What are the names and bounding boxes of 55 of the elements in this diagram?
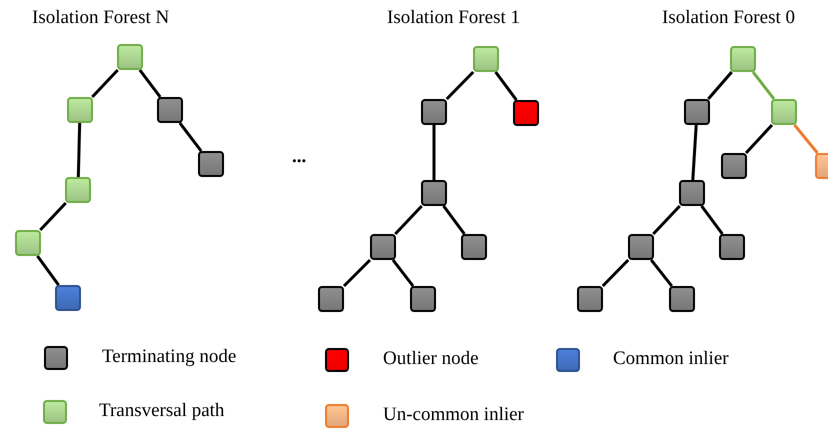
connector-line <box>650 259 673 287</box>
connector-line <box>39 202 67 232</box>
tree-node-square <box>577 286 603 312</box>
tree-node-square <box>198 151 224 177</box>
connector-line <box>91 68 119 98</box>
connector-line <box>138 69 162 98</box>
connector-line <box>691 124 698 180</box>
tree-node-square <box>771 99 797 125</box>
tree-node-square <box>473 46 499 72</box>
tree-node-square <box>55 285 81 311</box>
connector-line <box>494 71 518 101</box>
tree-node-square <box>669 286 695 312</box>
tree-node-square <box>421 99 447 125</box>
tree-node-square <box>719 234 745 260</box>
legend-label: Un-common inlier <box>383 405 524 424</box>
connector-line <box>652 204 681 236</box>
legend-label: Terminating node <box>102 347 236 366</box>
tree-node-square <box>461 234 487 260</box>
connector-line <box>707 71 733 100</box>
connector-line <box>700 205 724 235</box>
connector-line <box>432 125 436 180</box>
tree-node-square <box>730 46 756 72</box>
tree-node-square <box>65 177 91 203</box>
tree-node-square <box>513 100 539 126</box>
connector-line <box>394 204 423 236</box>
tree-node-square <box>318 286 344 312</box>
tree-title: Isolation Forest N <box>32 8 170 27</box>
legend-label: Outlier node <box>383 349 479 368</box>
connector-line <box>342 258 372 288</box>
legend-label: Common inlier <box>613 349 729 368</box>
ellipsis: ... <box>292 147 306 166</box>
tree-node-square <box>721 153 747 179</box>
connector-line <box>446 70 474 100</box>
connector-line <box>744 124 774 154</box>
tree-node-square <box>67 97 93 123</box>
tree-node-square <box>157 97 183 123</box>
tree-node-square <box>410 286 436 312</box>
tree-node-square <box>628 234 654 260</box>
tree-title: Isolation Forest 1 <box>387 8 520 27</box>
connector-line <box>752 71 776 100</box>
connector-line <box>76 122 82 178</box>
tree-node-square <box>117 44 143 70</box>
tree-node-square <box>15 230 41 256</box>
tree-node-square <box>421 180 447 206</box>
connector-line <box>36 255 60 286</box>
connector-line <box>392 259 414 287</box>
tree-title: Isolation Forest 0 <box>662 8 795 27</box>
connector-line <box>442 205 466 235</box>
connector-line <box>793 124 819 154</box>
connector-line <box>602 258 630 288</box>
tree-node-square <box>370 234 396 260</box>
tree-node-square <box>684 99 710 125</box>
tree-node-square <box>679 180 705 206</box>
connector-line <box>178 122 202 152</box>
legend-label: Transversal path <box>99 401 224 420</box>
